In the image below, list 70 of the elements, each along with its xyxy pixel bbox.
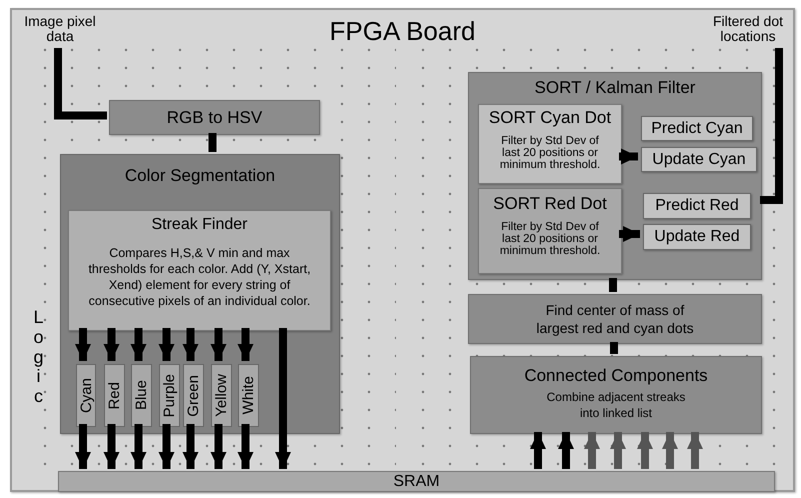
arrow [210,328,226,361]
block-title: Predict Red [655,196,739,216]
process-box [643,224,751,250]
process-box [109,100,320,135]
block-panel [60,154,340,434]
arrow [558,432,574,469]
color-box: White [238,364,259,427]
color-box: Purple [159,364,180,427]
arrow [619,226,640,242]
arrow [238,328,254,361]
arrow [238,424,254,469]
process-box [641,147,757,172]
arrow [619,148,638,164]
block-title: SRAM [393,472,440,491]
block-title: Update Cyan [652,150,746,170]
connector-line [208,133,216,152]
block-panel [478,188,622,274]
arrow [182,424,198,469]
arrow [610,432,626,469]
color-box: Blue [131,364,152,427]
block-title: SORT Cyan Dot [488,107,612,129]
process-box [643,193,751,219]
arrow [210,424,226,469]
signal-label: Filtered dot locations [702,14,794,50]
color-box: Yellow [211,364,232,427]
board-title: FPGA Board [330,15,476,48]
connector-line [609,278,617,292]
connector-line [54,48,107,120]
arrow [158,328,174,361]
arrow [130,424,146,469]
block-title: SORT Red Dot [493,193,607,215]
block-description: Combine adjacent streaks into linked list [546,388,686,420]
block-panel [68,210,331,331]
block-title: Update Red [654,227,740,247]
block-description: Compares H,S,& V min and max thresholds for each color. Add (Y, Xstart, Xend) element for every string of consecutive pixels of an individual color. [87,245,312,309]
block-panel [478,104,622,184]
arrow [130,328,146,361]
arrow [182,328,198,361]
arrow [275,328,291,469]
process-box [641,116,753,141]
arrow [530,432,546,469]
arrow [158,424,174,469]
block-description: Filter by Std Dev of last 20 positions or minimum threshold. [498,134,602,170]
block-panel [468,72,762,280]
connector-line [760,48,783,204]
arrow [662,432,678,469]
block-title: RGB to HSV [166,106,262,129]
process-box [58,471,775,492]
block-title: Color Segmentation [124,165,276,187]
signal-label: Image pixel data [18,14,102,50]
connector-line [610,342,618,354]
color-box: Green [183,364,204,427]
block-description: Filter by Std Dev of last 20 positions or minimum threshold. [498,220,602,256]
block-title: Connected Components [524,365,708,387]
arrow [104,328,120,361]
block-title: Predict Cyan [651,118,743,138]
arrow [104,424,120,469]
color-box: Red [104,364,125,427]
arrow [584,432,600,469]
arrow [637,432,653,469]
block-title: SORT / Kalman Filter [534,77,696,99]
block-title: Streak Finder [151,215,248,235]
arrow [75,424,91,469]
block-panel [470,356,762,434]
region-label: Logic [33,308,44,407]
process-box [468,294,762,344]
arrow [75,328,91,361]
board-frame [10,8,795,492]
block-title: Find center of mass of largest red and cyan dots [535,301,695,338]
color-box: Cyan [76,364,96,427]
